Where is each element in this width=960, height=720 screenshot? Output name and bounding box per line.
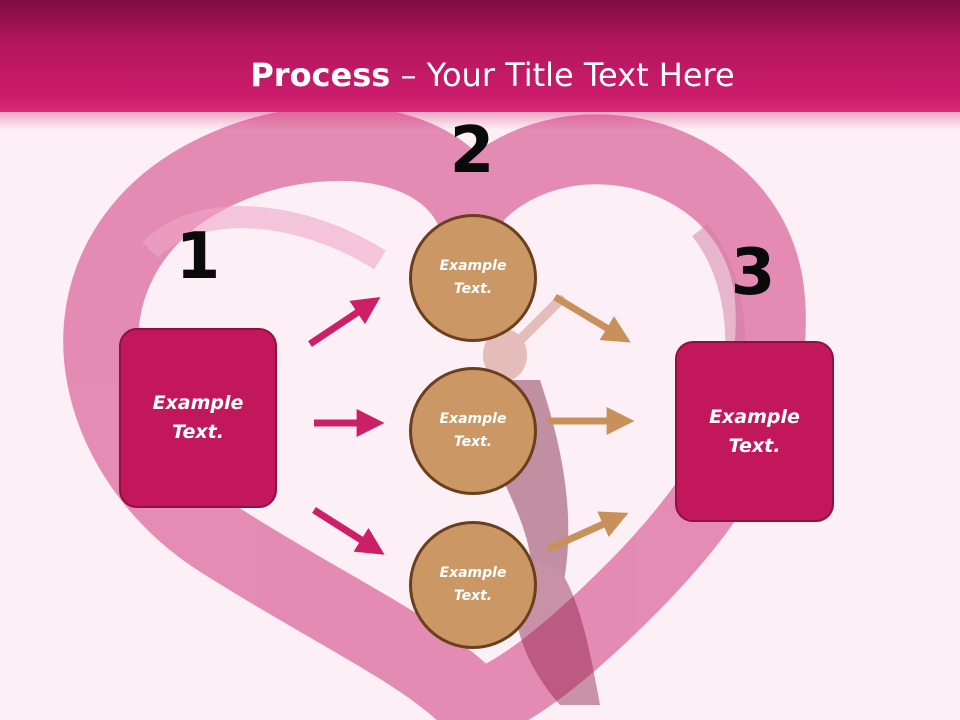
circle-1-text: Example Text. [439, 258, 507, 297]
step-2-circle-3: Example Text. [409, 521, 537, 649]
step-1-box: Example Text. [119, 328, 277, 508]
step-number-2: 2 [449, 114, 495, 188]
step-number-1: 1 [175, 220, 221, 294]
arrow-from-circle-1 [553, 293, 631, 343]
step-2-circle-2: Example Text. [409, 367, 537, 495]
title-bar [0, 0, 960, 112]
circle-3-text: Example Text. [439, 565, 507, 604]
title-rest: – Your Title Text Here [390, 56, 735, 94]
step-number-3: 3 [730, 236, 776, 310]
arrow-from-circle-3 [546, 511, 629, 553]
step-3-text: Example Text. [709, 405, 800, 457]
arrow-to-circle-3 [312, 507, 385, 555]
title-bar-fade [0, 108, 960, 130]
circle-2-text: Example Text. [439, 411, 507, 450]
step-1-text: Example Text. [152, 392, 244, 443]
arrow-to-circle-1 [308, 297, 381, 347]
slide-title: Process – Your Title Text Here [0, 55, 960, 95]
step-3-box: Example Text. [675, 341, 834, 522]
step-2-circle-1: Example Text. [409, 214, 537, 342]
title-bold: Process [250, 56, 391, 94]
